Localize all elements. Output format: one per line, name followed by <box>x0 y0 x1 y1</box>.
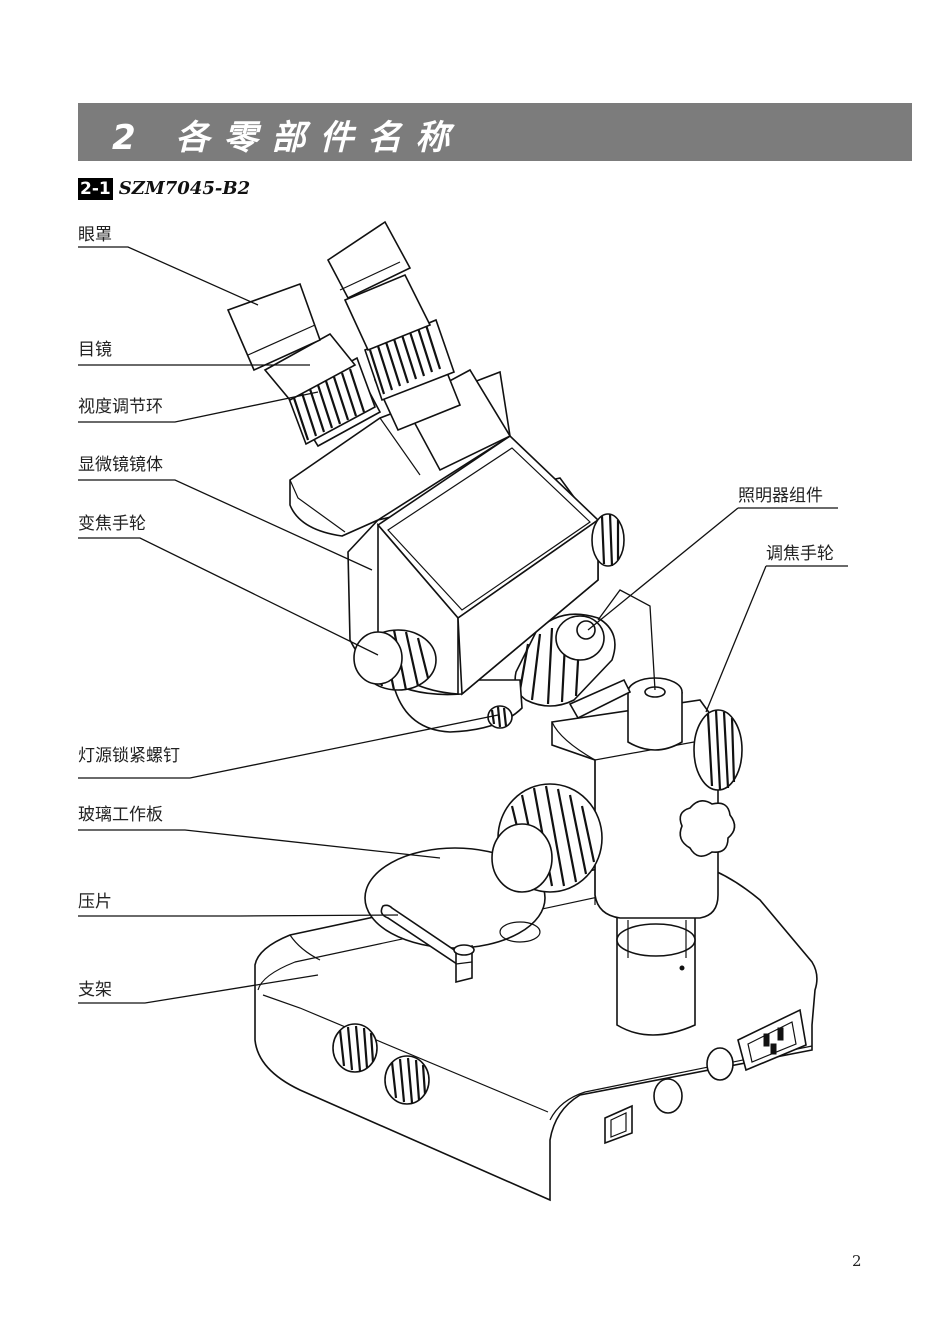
label-focus-knob: 调焦手轮 <box>766 544 834 564</box>
label-stand: 支架 <box>78 980 112 1000</box>
label-illuminator: 照明器组件 <box>738 486 823 506</box>
light-lock-screw <box>487 705 513 729</box>
label-diopter-ring: 视度调节环 <box>78 397 163 417</box>
label-glass-stage-plate: 玻璃工作板 <box>78 805 163 825</box>
zoom-knob <box>353 629 437 691</box>
subsection-number: 2-1 <box>78 178 113 200</box>
label-eyepiece: 目镜 <box>78 340 112 360</box>
label-zoom-knob: 变焦手轮 <box>78 514 146 534</box>
page-number: 2 <box>852 1252 862 1270</box>
binocular-head <box>289 368 512 537</box>
label-eyecup: 眼罩 <box>78 225 112 245</box>
label-microscope-body: 显微镜镜体 <box>78 455 163 475</box>
leader-lines <box>78 246 848 1004</box>
label-light-lock-screw: 灯源锁紧螺钉 <box>78 746 180 766</box>
right-eyepiece <box>326 220 462 432</box>
section-title-banner: 2 各零部件名称 <box>78 103 912 161</box>
column <box>616 914 696 1036</box>
focus-knob-left <box>491 783 603 893</box>
model-name: SZM7045-B2 <box>118 178 251 199</box>
section-title: 2 各零部件名称 <box>112 118 464 158</box>
left-eyepiece <box>226 282 382 448</box>
label-stage-clip: 压片 <box>78 892 112 912</box>
illuminator <box>514 589 656 720</box>
focus-block <box>551 677 743 919</box>
